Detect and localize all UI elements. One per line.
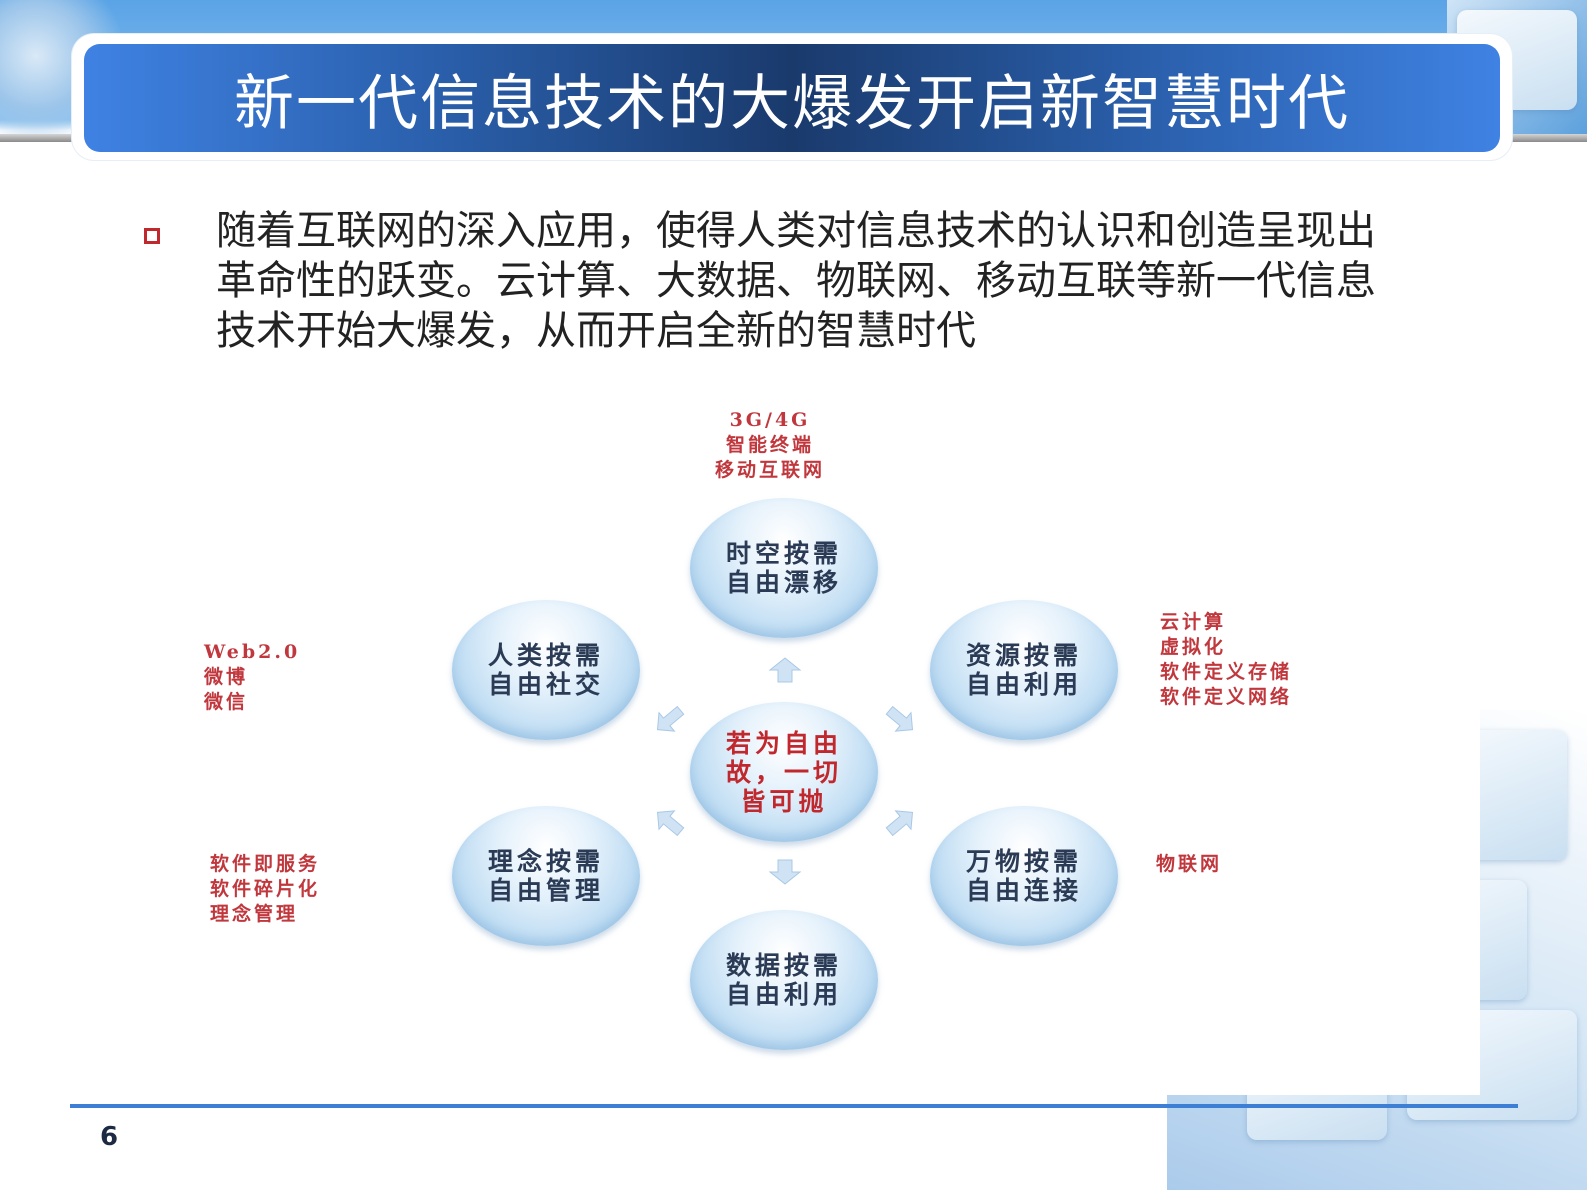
bubble-bottom: 数据按需 自由利用 bbox=[690, 910, 878, 1050]
bullet-line: 技术开始大爆发，从而开启全新的智慧时代 bbox=[216, 308, 976, 354]
bubble-line: 自由漂移 bbox=[725, 568, 842, 597]
bubble-line: 资源按需 bbox=[965, 641, 1082, 670]
bubble-line: 故，一切 bbox=[725, 757, 842, 787]
bullet-square-icon bbox=[144, 228, 160, 244]
bubble-line: 自由管理 bbox=[487, 876, 604, 905]
bubble-line: 自由连接 bbox=[965, 876, 1082, 905]
bullet-text: 随着互联网的深入应用，使得人类对信息技术的认识和创造呈现出 革命性的跃变。云计算… bbox=[216, 206, 1396, 356]
footer-divider bbox=[70, 1104, 1518, 1108]
bubble-lower-left: 理念按需 自由管理 bbox=[452, 806, 640, 946]
bubble-center: 若为自由 故，一切 皆可抛 bbox=[690, 702, 878, 842]
bubble-line: 自由利用 bbox=[725, 980, 842, 1009]
page-number: 6 bbox=[100, 1122, 119, 1152]
bubble-line: 数据按需 bbox=[725, 951, 842, 980]
header-stripe-right bbox=[1511, 134, 1587, 142]
bubble-lower-right: 万物按需 自由连接 bbox=[930, 806, 1118, 946]
bubble-line: 自由利用 bbox=[965, 670, 1082, 699]
bubble-upper-right: 资源按需 自由利用 bbox=[930, 600, 1118, 740]
bubble-line: 理念按需 bbox=[487, 847, 604, 876]
header-bar: 新一代信息技术的大爆发开启新智慧时代 bbox=[84, 44, 1500, 152]
bubble-line: 若为自由 bbox=[725, 728, 842, 758]
header-stripe-left bbox=[0, 134, 76, 142]
bubble-line: 自由社交 bbox=[487, 670, 604, 699]
slide-title: 新一代信息技术的大爆发开启新智慧时代 bbox=[234, 68, 1350, 139]
bubble-upper-left: 人类按需 自由社交 bbox=[452, 600, 640, 740]
bubble-line: 时空按需 bbox=[725, 539, 842, 568]
bubble-line: 万物按需 bbox=[965, 847, 1082, 876]
bullet-line: 革命性的跃变。云计算、大数据、物联网、移动互联等新一代信息 bbox=[216, 258, 1376, 304]
bullet-line: 随着互联网的深入应用，使得人类对信息技术的认识和创造呈现出 bbox=[216, 208, 1376, 254]
bubble-top: 时空按需 自由漂移 bbox=[690, 498, 878, 638]
bubble-line: 人类按需 bbox=[487, 641, 604, 670]
bubble-line: 皆可抛 bbox=[740, 786, 828, 816]
